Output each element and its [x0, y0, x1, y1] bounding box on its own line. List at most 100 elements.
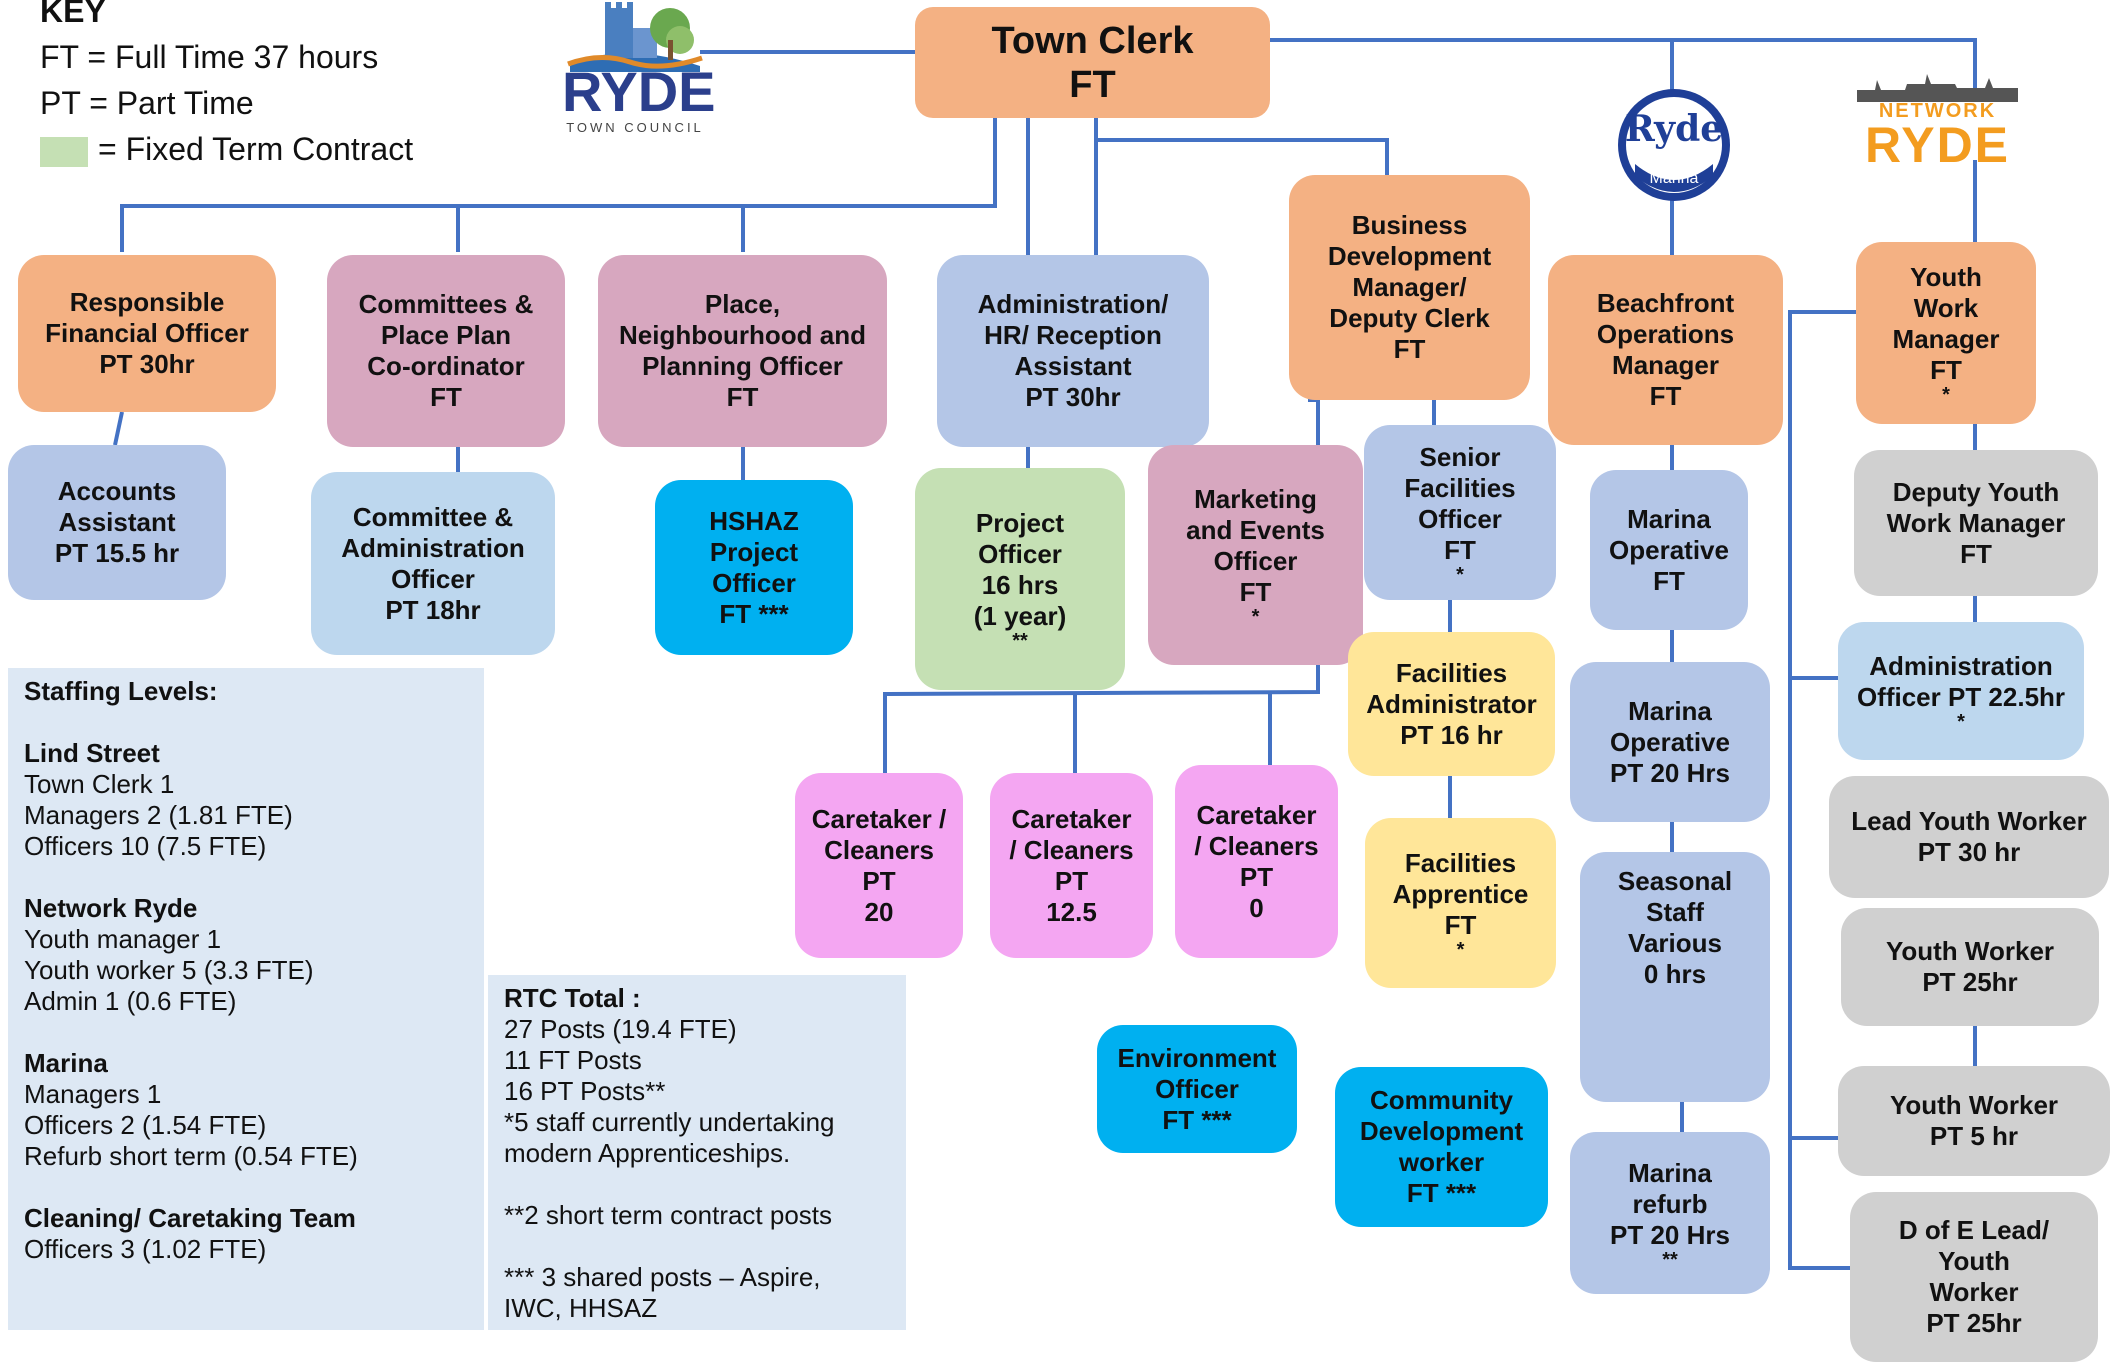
accounts-line1: Accounts — [57, 476, 177, 506]
project-officer-line1: Project — [975, 508, 1065, 538]
rfo-line3: PT 30hr — [99, 349, 195, 379]
beachfront-line3: Manager — [1612, 350, 1719, 380]
business-dev-line4: Deputy Clerk — [1329, 303, 1490, 333]
lind-street-title: Lind Street — [24, 738, 160, 768]
accounts-line2: Assistant — [58, 507, 176, 537]
project-officer-star: ** — [1012, 630, 1028, 652]
youth-worker-5-box: Youth Worker PT 5 hr — [1838, 1066, 2110, 1176]
cleaning-line: Officers 3 (1.02 FTE) — [24, 1234, 267, 1264]
legend-ft: FT = Full Time 37 hours — [40, 39, 379, 75]
seasonal-line3: Various — [1628, 928, 1722, 958]
marketing-star: * — [1251, 606, 1260, 628]
caretaker-box-3: Caretaker / Cleaners PT 0 — [1175, 765, 1338, 958]
caretaker2-line1: Caretaker — [1011, 803, 1132, 834]
town-clerk-hours: FT — [1069, 63, 1116, 106]
marina-op2-line1: Marina — [1628, 695, 1712, 726]
marketing-line3: Officer — [1213, 546, 1298, 576]
deputy-youth-line1: Deputy Youth — [1892, 476, 2060, 507]
marina-refurb-line2: refurb — [1632, 1188, 1708, 1219]
lind-line: Officers 10 (7.5 FTE) — [24, 831, 267, 861]
hshaz-box: HSHAZ Project Officer FT *** — [655, 480, 853, 655]
caretaker2-line3: PT — [1054, 865, 1089, 896]
youth-admin-star: * — [1957, 711, 1965, 733]
project-officer-box: Project Officer 16 hrs (1 year) ** — [915, 468, 1125, 690]
committee-admin-line1: Committee & — [352, 501, 514, 532]
ryde-town-council-logo: RYDE TOWN COUNCIL — [560, 0, 716, 140]
youth-worker-5-line1: Youth Worker — [1889, 1090, 2059, 1120]
marketing-line4: FT — [1239, 577, 1272, 607]
town-clerk-title: Town Clerk — [991, 19, 1194, 62]
dofe-line1: D of E Lead/ — [1898, 1215, 2050, 1245]
cleaning-title: Cleaning/ Caretaking Team — [24, 1203, 356, 1233]
committees-box: Committees & Place Plan Co-ordinator FT — [327, 255, 565, 447]
business-dev-line5: FT — [1393, 334, 1426, 364]
beachfront-line2: Operations — [1596, 319, 1735, 349]
youth-admin-line2: Officer PT 22.5hr — [1856, 682, 2066, 712]
admin-hr-line3: Assistant — [1014, 351, 1132, 381]
facilities-admin-line3: PT 16 hr — [1400, 719, 1503, 750]
marina-line: Managers 1 — [24, 1079, 162, 1109]
youth-worker-25-box: Youth Worker PT 25hr — [1841, 908, 2099, 1026]
admin-hr-line4: PT 30hr — [1025, 382, 1121, 412]
town-skyline-icon — [1857, 74, 2018, 102]
lind-line: Town Clerk 1 — [24, 769, 175, 799]
rtc-note-shared: *** 3 shared posts – Aspire, — [504, 1262, 821, 1292]
rfo-line2: Financial Officer — [45, 318, 249, 348]
caretaker-box-1: Caretaker / Cleaners PT 20 — [795, 773, 963, 958]
deputy-youth-manager-box: Deputy Youth Work Manager FT — [1854, 450, 2098, 596]
senior-facilities-line1: Senior — [1419, 441, 1501, 472]
community-line3: worker — [1398, 1147, 1485, 1177]
business-dev-line3: Manager/ — [1352, 272, 1467, 302]
hshaz-line2: Project — [709, 536, 799, 567]
committees-line3: Co-ordinator — [367, 351, 525, 381]
accounts-box: Accounts Assistant PT 15.5 hr — [8, 445, 226, 600]
marina-refurb-box: Marina refurb PT 20 Hrs ** — [1570, 1132, 1770, 1294]
caretaker-box-2: Caretaker / Cleaners PT 12.5 — [990, 773, 1153, 958]
senior-facilities-line4: FT — [1444, 534, 1476, 565]
marina-refurb-line3: PT 20 Hrs — [1610, 1219, 1730, 1250]
project-officer-line3: 16 hrs — [981, 570, 1059, 600]
youth-admin-line1: Administration — [1869, 651, 2053, 681]
committee-admin-line2: Administration — [341, 532, 525, 563]
ryde-marina-logo: Ryde Marina — [1615, 86, 1733, 204]
caretaker1-line4: 20 — [864, 896, 894, 927]
youth-manager-star: * — [1942, 384, 1950, 406]
rtc-total-title: RTC Total : — [504, 983, 641, 1013]
caretaker2-line4: 12.5 — [1046, 896, 1097, 927]
network-line: Youth manager 1 — [24, 924, 222, 954]
rtc-total-line: modern Apprenticeships. — [504, 1138, 791, 1168]
rtc-total-line: 11 FT Posts — [504, 1045, 642, 1075]
facilities-apprentice-star: * — [1456, 938, 1465, 961]
network-logo-bottom: RYDE — [1864, 117, 2011, 173]
dofe-line2: Youth — [1938, 1246, 2010, 1276]
youth-worker-25-line2: PT 25hr — [1922, 967, 2018, 997]
seasonal-line4: 0 hrs — [1643, 959, 1707, 989]
community-line4: FT *** — [1406, 1178, 1477, 1208]
network-line: Admin 1 (0.6 FTE) — [24, 986, 237, 1016]
committee-admin-line3: Officer — [391, 563, 475, 594]
beachfront-line1: Beachfront — [1596, 288, 1735, 318]
hshaz-line4: FT *** — [719, 598, 789, 629]
deputy-youth-line3: FT — [1960, 538, 1992, 569]
lind-line: Managers 2 (1.81 FTE) — [24, 800, 293, 830]
admin-hr-line2: HR/ Reception — [984, 320, 1162, 350]
dofe-line4: PT 25hr — [1926, 1308, 2022, 1338]
marina-line: Officers 2 (1.54 FTE) — [24, 1110, 267, 1140]
seasonal-staff-box: Seasonal Staff Various 0 hrs — [1580, 852, 1770, 1102]
admin-hr-box: Administration/ HR/ Reception Assistant … — [937, 255, 1209, 447]
legend-fixed-label: = Fixed Term Contract — [98, 131, 414, 167]
marina-op2-line2: Operative — [1610, 726, 1730, 757]
senior-facilities-line3: Officer — [1418, 503, 1502, 534]
marina-operative-pt-box: Marina Operative PT 20 Hrs — [1570, 662, 1770, 822]
place-line1: Place, — [704, 289, 781, 319]
network-line: Youth worker 5 (3.3 FTE) — [24, 955, 314, 985]
marketing-line1: Marketing — [1194, 484, 1317, 514]
marketing-line2: and Events — [1186, 515, 1325, 545]
youth-manager-line1: Youth — [1910, 262, 1982, 292]
senior-facilities-box: Senior Facilities Officer FT * — [1364, 425, 1556, 600]
lead-youth-line1: Lead Youth Worker — [1851, 806, 2087, 836]
ryde-logo-sub: TOWN COUNCIL — [566, 120, 704, 135]
community-line1: Community — [1370, 1085, 1513, 1115]
caretaker1-line2: Cleaners — [824, 834, 934, 865]
staffing-title: Staffing Levels: — [24, 676, 218, 706]
